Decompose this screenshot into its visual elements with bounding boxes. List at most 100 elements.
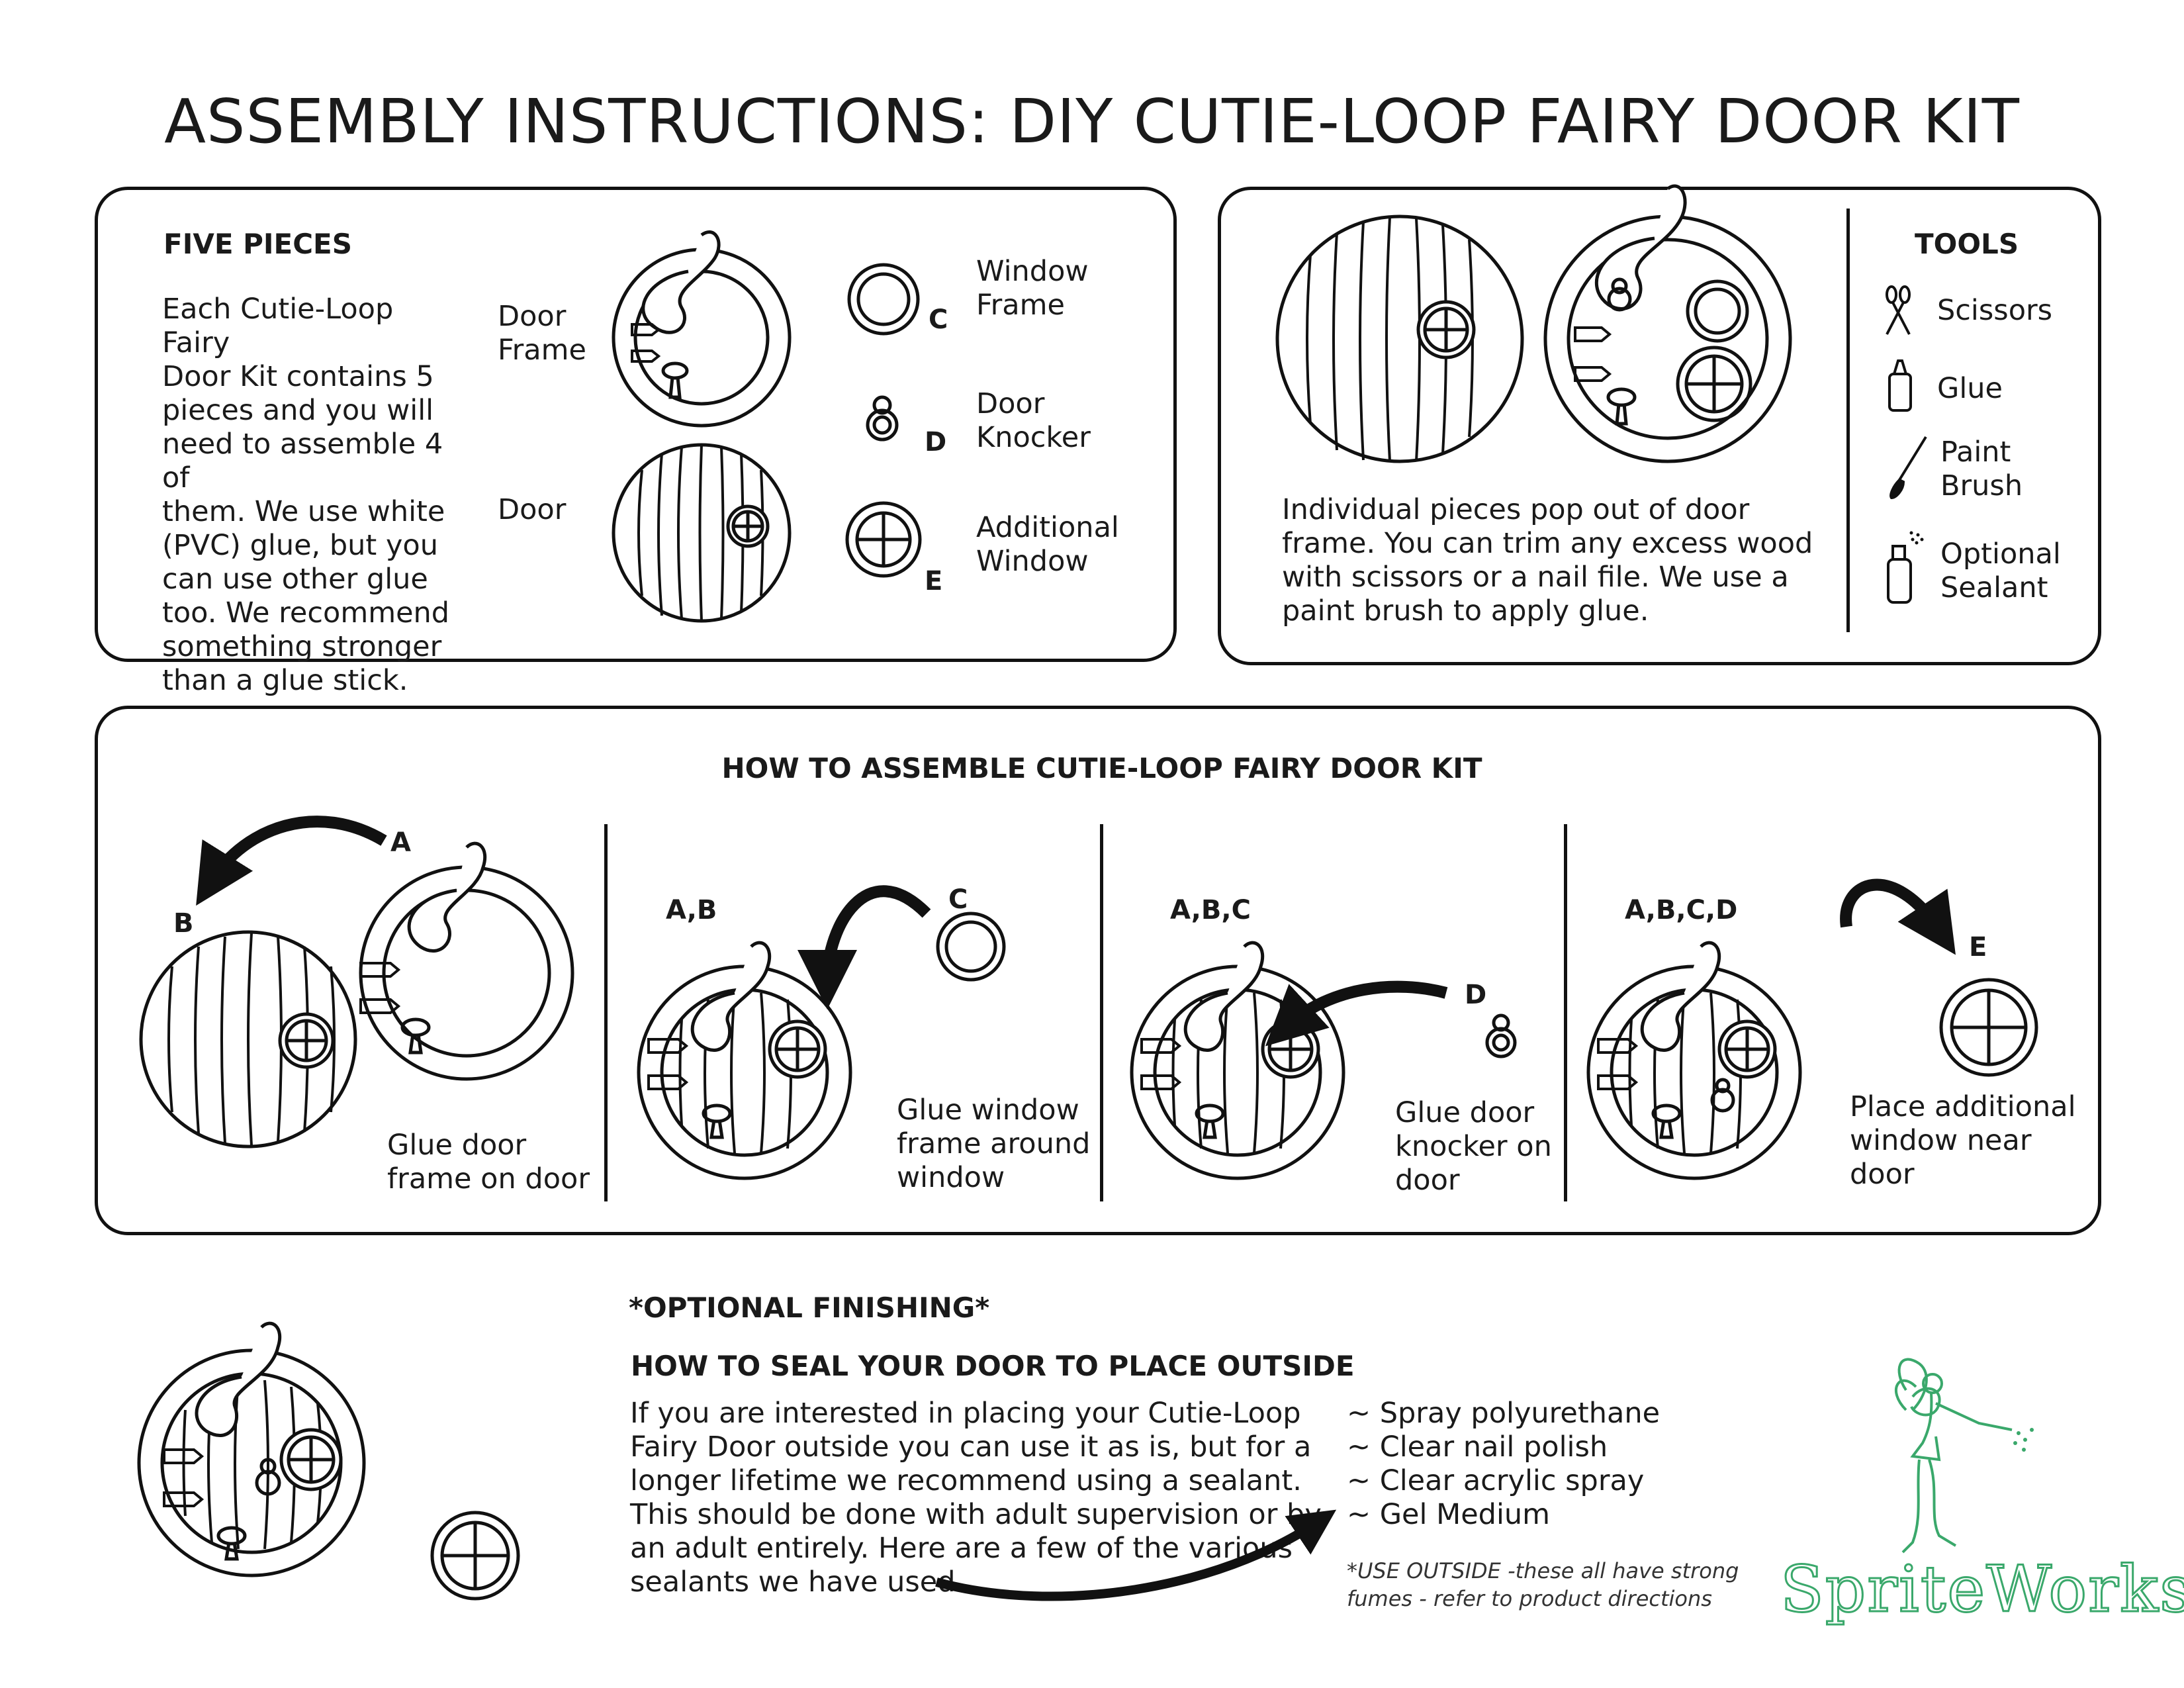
label-line: Door [498, 300, 567, 333]
scissors-icon [1886, 285, 1911, 335]
step1-label-b: B [173, 908, 194, 939]
arrow-icon [1840, 878, 1956, 955]
caption-line: window near [1850, 1124, 2032, 1157]
label-line: Sealant [1940, 571, 2048, 604]
caption-line: knocker on [1395, 1130, 1552, 1163]
piece-letter-e: E [925, 566, 943, 596]
step2-label-ab: A,B [666, 895, 717, 925]
note-line: *USE OUTSIDE -these all have strong [1347, 1558, 1739, 1583]
text-line: frame. You can trim any excess wood [1282, 527, 1813, 560]
body-line: Each Cutie-Loop Fairy [162, 293, 394, 359]
label-line: Brush [1940, 469, 2023, 502]
popout-text: Individual pieces pop out of door frame.… [1282, 493, 1813, 628]
arrow-icon [935, 1509, 1337, 1601]
label-line: Additional [976, 511, 1119, 544]
step1-door-piece [139, 930, 357, 1149]
five-pieces-heading: FIVE PIECES [163, 228, 352, 260]
body-line: If you are interested in placing your Cu… [630, 1397, 1301, 1430]
step4-door-assembly [1586, 941, 1802, 1180]
list-item: ~ Clear acrylic spray [1347, 1464, 1645, 1497]
spriteworks-logo: SpriteWorks [1779, 1552, 2184, 1628]
body-line: (PVC) glue, but you [162, 529, 438, 562]
step-divider [1564, 824, 1567, 1201]
tool-scissors-label: Scissors [1937, 294, 2053, 327]
step1-door-frame-piece [359, 841, 574, 1081]
door-knocker-piece [866, 395, 899, 442]
step2-caption: Glue window frame around window [897, 1094, 1090, 1195]
step1-caption: Glue door frame on door [387, 1129, 590, 1196]
seal-heading: HOW TO SEAL YOUR DOOR TO PLACE OUTSIDE [631, 1350, 1355, 1382]
seal-body: If you are interested in placing your Cu… [630, 1397, 1322, 1599]
tool-brush-label: Paint Brush [1940, 436, 2023, 503]
popout-tools-panel [1218, 187, 2101, 665]
arrow-icon [196, 816, 387, 906]
step4-label-abcd: A,B,C,D [1625, 895, 1738, 925]
list-item: ~ Clear nail polish [1347, 1430, 1608, 1464]
additional-window-label: Additional Window [976, 511, 1119, 579]
body-line: sealants we have used [630, 1566, 956, 1599]
step2-window-frame [936, 912, 1006, 982]
glue-icon [1888, 359, 1912, 412]
door-piece [612, 443, 792, 623]
label-line: Paint [1940, 436, 2011, 469]
arrow-icon [1265, 980, 1448, 1047]
door-piece-large [1275, 214, 1524, 463]
step4-additional-window [1939, 978, 2038, 1077]
window-frame-label: Window Frame [976, 255, 1089, 322]
body-line: than a glue stick. [162, 664, 408, 697]
outside-warning-note: *USE OUTSIDE -these all have strong fume… [1347, 1557, 1739, 1613]
paint-brush-icon [1889, 436, 1927, 500]
body-line: longer lifetime we recommend using a sea… [630, 1464, 1302, 1497]
body-line: something stronger [162, 630, 442, 663]
step4-label-e: E [1969, 932, 1987, 962]
caption-line: door [1395, 1164, 1460, 1197]
body-line: Door Kit contains 5 [162, 360, 434, 393]
caption-line: window [897, 1161, 1005, 1194]
label-line: Knocker [976, 421, 1091, 454]
tool-glue-label: Glue [1937, 372, 2003, 405]
caption-line: door [1850, 1158, 1915, 1191]
body-line: pieces and you will [162, 394, 434, 427]
caption-line: Glue door [1395, 1096, 1535, 1129]
sealant-list: ~ Spray polyurethane ~ Clear nail polish… [1347, 1397, 1660, 1532]
text-line: with scissors or a nail file. We use a [1282, 561, 1789, 594]
body-line: an adult entirely. Here are a few of the… [630, 1532, 1293, 1565]
window-frame-piece [847, 263, 920, 336]
label-line: Optional [1940, 538, 2061, 571]
tools-heading: TOOLS [1915, 228, 2019, 260]
list-item: ~ Gel Medium [1347, 1498, 1551, 1531]
five-pieces-panel [95, 187, 1177, 662]
caption-line: frame around [897, 1127, 1091, 1160]
body-line: This should be done with adult supervisi… [630, 1498, 1322, 1531]
assemble-heading: HOW TO ASSEMBLE CUTIE-LOOP FAIRY DOOR KI… [721, 752, 1482, 784]
caption-line: frame on door [387, 1162, 590, 1196]
optional-finishing-heading: *OPTIONAL FINISHING* [629, 1291, 990, 1324]
label-line: Frame [498, 334, 586, 367]
tools-divider [1846, 209, 1850, 632]
body-line: need to assemble 4 of [162, 428, 443, 494]
body-line: Fairy Door outside you can use it as is,… [630, 1430, 1312, 1464]
step3-door-assembly [1130, 941, 1345, 1180]
five-pieces-body: Each Cutie-Loop Fairy Door Kit contains … [162, 293, 453, 698]
text-line: Individual pieces pop out of door [1282, 493, 1750, 526]
assemble-panel [95, 706, 2101, 1235]
step3-caption: Glue door knocker on door [1395, 1096, 1552, 1197]
step2-label-c: C [948, 884, 968, 915]
door-knocker-label: Door Knocker [976, 387, 1091, 455]
body-line: them. We use white [162, 495, 445, 528]
step3-label-d: D [1465, 980, 1487, 1010]
step-divider [1100, 824, 1103, 1201]
body-line: can use other glue [162, 563, 428, 596]
door-label: Door [498, 493, 567, 526]
label-line: Frame [976, 289, 1065, 322]
body-line: too. We recommend [162, 596, 450, 630]
tool-sealant-label: Optional Sealant [1940, 538, 2061, 605]
caption-line: Place additional [1850, 1090, 2076, 1123]
step-divider [604, 824, 608, 1201]
finished-window [430, 1511, 520, 1601]
additional-window-piece [845, 501, 922, 578]
fairy-icon [1894, 1358, 2034, 1554]
list-item: ~ Spray polyurethane [1347, 1397, 1661, 1430]
caption-line: Glue window [897, 1094, 1079, 1127]
caption-line: Glue door [387, 1129, 527, 1162]
